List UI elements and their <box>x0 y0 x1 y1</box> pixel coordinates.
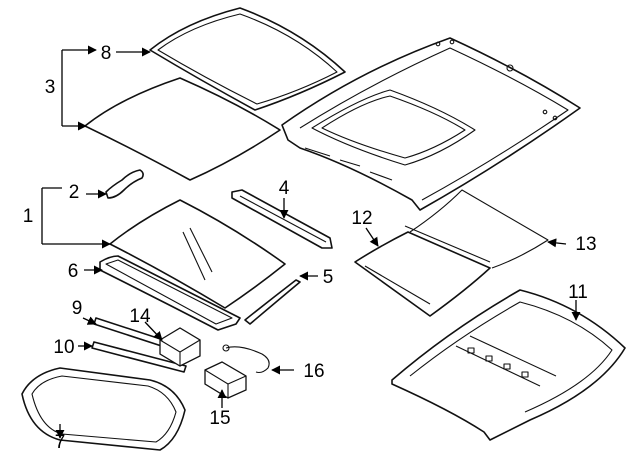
callout-16: 16 <box>303 361 324 382</box>
callout-5: 5 <box>323 267 334 288</box>
callout-3: 3 <box>45 77 56 98</box>
part-15-bracket <box>204 361 247 399</box>
leader-lines <box>41 45 581 439</box>
callout-4: 4 <box>279 178 290 199</box>
part-12-sunshade <box>354 189 549 317</box>
part-16-drive-cable <box>222 344 270 374</box>
callout-1: 1 <box>23 206 34 227</box>
part-11-sunroof-frame <box>391 289 626 441</box>
part-1-glass-assembly <box>109 199 286 309</box>
callout-6: 6 <box>68 261 79 282</box>
part-2-seal <box>105 169 144 199</box>
part-5-trim-strip <box>244 279 301 325</box>
part-8-glass-panel-outer <box>149 7 346 111</box>
callout-8: 8 <box>101 43 112 64</box>
part-14-motor <box>159 327 201 367</box>
part-7-seal-ring <box>21 367 186 451</box>
callout-12: 12 <box>351 208 372 229</box>
callout-2: 2 <box>69 182 80 203</box>
part-3-glass-panel <box>84 77 281 181</box>
roof-panel <box>281 37 581 211</box>
part-6-seal-frame <box>99 255 241 331</box>
callout-9: 9 <box>72 298 83 319</box>
callout-7: 7 <box>55 432 66 453</box>
callout-11: 11 <box>568 282 588 303</box>
callout-14: 14 <box>129 306 151 327</box>
part-4-wind-deflector <box>231 189 333 249</box>
callout-13: 13 <box>575 234 596 255</box>
callout-15: 15 <box>209 408 230 429</box>
callout-10: 10 <box>53 337 74 358</box>
